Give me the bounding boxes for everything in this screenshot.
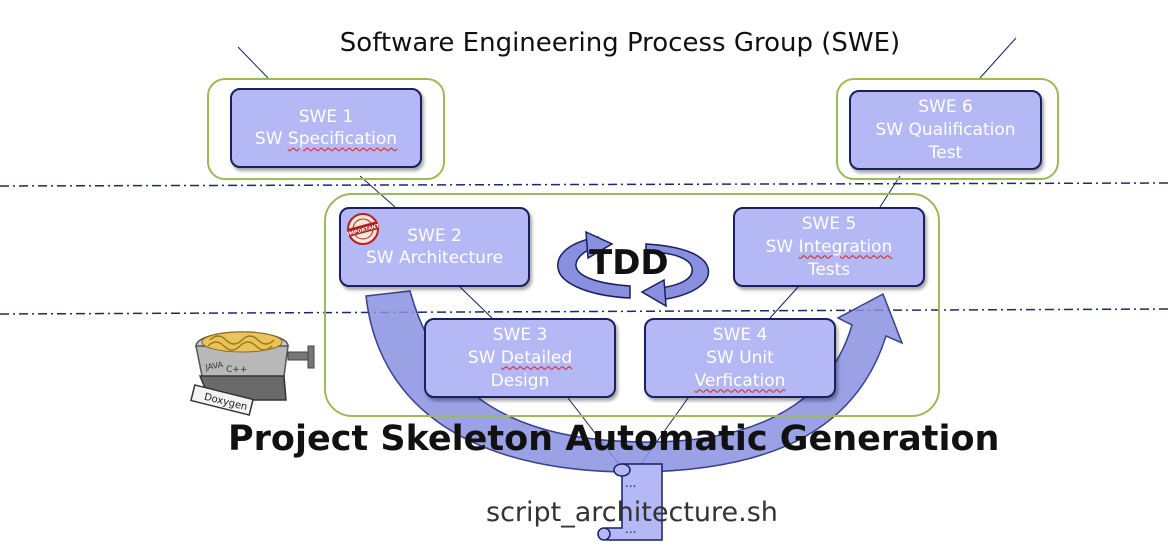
step-swe3-box[interactable]: SWE 3 SW Detailed Design: [424, 318, 616, 398]
divider-lower: [0, 308, 1170, 315]
doxygen-lang-text: C++: [226, 365, 247, 375]
script-filename: script_architecture.sh: [486, 497, 778, 528]
diagram-title: Software Engineering Process Group (SWE): [339, 28, 901, 58]
step-swe3-name: SW Detailed: [467, 347, 573, 368]
connector-swe2-swe3: [459, 286, 493, 319]
step-swe5-name: SW Integration: [765, 236, 893, 257]
step-swe5-name-cont: Tests: [807, 259, 851, 280]
title-pointer-left: [237, 46, 269, 79]
frame-swe6: [836, 78, 1059, 180]
project-skeleton-banner: Project Skeleton Automatic Generation: [228, 419, 1000, 459]
u-arrow: [365, 290, 904, 473]
step-swe4-id: SWE 4: [712, 324, 768, 345]
tdd-cycle-arrow-left: [557, 236, 631, 299]
step-swe5-box[interactable]: SWE 5 SW Integration Tests: [733, 207, 925, 287]
scroll-dots-2: ...: [625, 522, 636, 536]
step-swe1-name: SW Specification: [254, 129, 398, 149]
frame-core: [324, 193, 940, 417]
divider-upper: [0, 182, 1170, 187]
title-pointer-right: [979, 37, 1017, 79]
frame-swe1: [207, 78, 445, 180]
scroll-dots-1: ...: [625, 476, 636, 490]
doxygen-machine-icon: JAVA C++ Doxygen: [190, 331, 315, 416]
tdd-arrowhead-right: [640, 278, 667, 308]
step-swe1-id: SWE 1: [298, 107, 354, 127]
step-swe6-name-cont: Test: [928, 142, 963, 163]
step-swe4-name: SW Unit: [706, 347, 774, 368]
connector-swe1-swe2: [359, 175, 396, 208]
important-stamp-icon: IMPORTANT: [347, 213, 379, 245]
step-swe2-name: SW Architecture: [365, 248, 504, 268]
step-swe2-id: SWE 2: [407, 226, 462, 246]
script-scroll-icon: ... ...: [597, 463, 663, 541]
step-swe4-name-cont: Verfication: [694, 370, 786, 391]
step-swe3-id: SWE 3: [492, 324, 548, 345]
step-swe6-box[interactable]: SWE 6 SW Qualification Test: [849, 90, 1042, 170]
tdd-arrowhead-left: [585, 230, 614, 260]
step-swe5-id: SWE 5: [801, 213, 857, 234]
connector-swe5-swe6: [879, 175, 901, 208]
step-swe3-name-cont: Design: [490, 370, 550, 391]
step-swe1-box[interactable]: SWE 1 SW Specification: [230, 88, 422, 168]
connector-swe4-swe5: [769, 286, 799, 319]
doxygen-java-text: JAVA: [204, 360, 224, 372]
step-swe4-box[interactable]: SWE 4 SW Unit Verfication: [644, 318, 836, 398]
step-swe6-name: SW Qualification: [875, 119, 1016, 140]
step-swe6-id: SWE 6: [918, 96, 973, 117]
tdd-label: TDD: [589, 243, 669, 283]
